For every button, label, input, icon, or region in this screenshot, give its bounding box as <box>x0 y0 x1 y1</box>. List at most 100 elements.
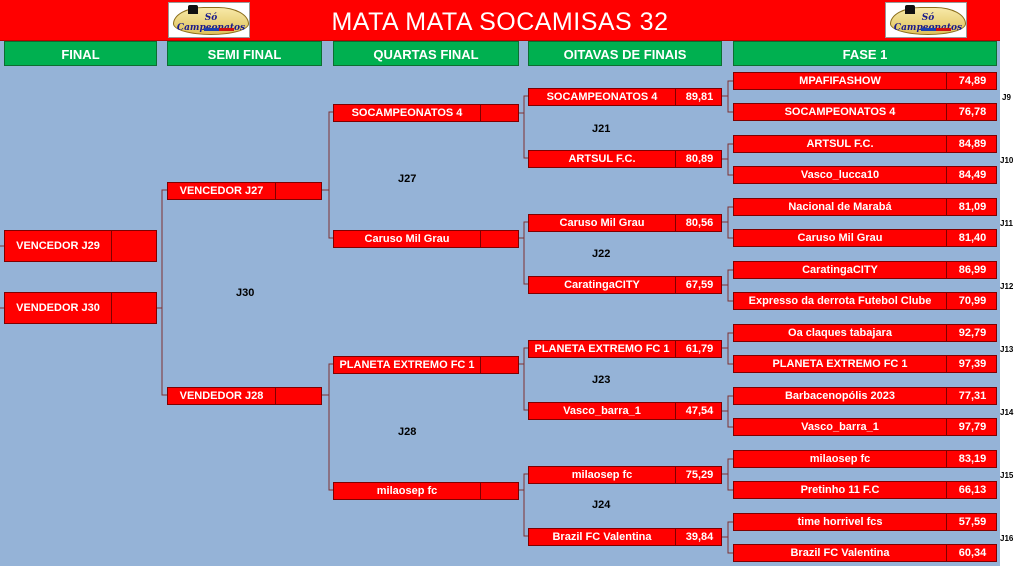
fase1-team-15-score: 57,59 <box>946 514 998 530</box>
fase1-team-9[interactable]: Oa claques tabajara 92,79 <box>733 324 997 342</box>
fase1-team-14-score: 66,13 <box>946 482 998 498</box>
oitavas-team-1-label: SOCAMPEONATOS 4 <box>546 91 658 103</box>
final-team-2-score <box>111 293 158 323</box>
oitavas-team-3[interactable]: Caruso Mil Grau 80,56 <box>528 214 722 232</box>
quartas-team-4-label: milaosep fc <box>376 485 438 497</box>
final-team-1[interactable]: VENCEDOR J29 <box>4 230 157 262</box>
oitavas-team-5-label: PLANETA EXTREMO FC 1 <box>534 343 670 355</box>
fase1-team-11-score: 77,31 <box>946 388 998 404</box>
quartas-team-3[interactable]: PLANETA EXTREMO FC 1 <box>333 356 519 374</box>
fase1-team-11-label: Barbacenopólis 2023 <box>784 390 896 402</box>
oitavas-team-3-label: Caruso Mil Grau <box>559 217 645 229</box>
oitavas-team-8-label: Brazil FC Valentina <box>552 531 652 543</box>
oitavas-team-2-score: 80,89 <box>675 151 723 167</box>
oitavas-team-1-score: 89,81 <box>675 89 723 105</box>
match-label-j23: J23 <box>592 374 611 386</box>
fase1-team-10-score: 97,39 <box>946 356 998 372</box>
header-quartas: QUARTAS FINAL <box>333 41 519 66</box>
quartas-team-4-score <box>480 483 520 499</box>
fase1-team-10[interactable]: PLANETA EXTREMO FC 1 97,39 <box>733 355 997 373</box>
oitavas-team-4[interactable]: CaratingaCITY 67,59 <box>528 276 722 294</box>
oitavas-team-8[interactable]: Brazil FC Valentina 39,84 <box>528 528 722 546</box>
header-oitavas: OITAVAS DE FINAIS <box>528 41 722 66</box>
page-title: MATA MATA SOCAMISAS 32 <box>331 8 669 36</box>
fase1-team-16[interactable]: Brazil FC Valentina 60,34 <box>733 544 997 562</box>
semi-team-2[interactable]: VENDEDOR J28 <box>167 387 322 405</box>
oitavas-team-7-label: milaosep fc <box>571 469 633 481</box>
logo-left: Só Campeonatos <box>168 2 250 38</box>
oitavas-team-2[interactable]: ARTSUL F.C. 80,89 <box>528 150 722 168</box>
quartas-team-2[interactable]: Caruso Mil Grau <box>333 230 519 248</box>
semi-team-1[interactable]: VENCEDOR J27 <box>167 182 322 200</box>
fase1-team-1[interactable]: MPAFIFASHOW 74,89 <box>733 72 997 90</box>
title-bar <box>0 0 1000 41</box>
fase1-team-12-label: Vasco_barra_1 <box>801 421 879 433</box>
fase1-team-4-score: 84,49 <box>946 167 998 183</box>
fase1-team-12-score: 97,79 <box>946 419 998 435</box>
fase1-team-12[interactable]: Vasco_barra_1 97,79 <box>733 418 997 436</box>
semi-team-2-label: VENDEDOR J28 <box>179 390 264 402</box>
fase1-team-2[interactable]: SOCAMPEONATOS 4 76,78 <box>733 103 997 121</box>
right-margin <box>1000 0 1023 566</box>
quartas-team-4[interactable]: milaosep fc <box>333 482 519 500</box>
logo-right: Só Campeonatos <box>885 2 967 38</box>
match-label-j15: J15 <box>1000 471 1014 480</box>
fase1-team-8[interactable]: Expresso da derrota Futebol Clube 70,99 <box>733 292 997 310</box>
oitavas-team-2-label: ARTSUL F.C. <box>568 153 636 165</box>
quartas-team-1[interactable]: SOCAMPEONATOS 4 <box>333 104 519 122</box>
match-label-j27: J27 <box>398 173 417 185</box>
fase1-team-5-score: 81,09 <box>946 199 998 215</box>
quartas-team-1-score <box>480 105 520 121</box>
fase1-team-1-score: 74,89 <box>946 73 998 89</box>
oitavas-team-4-label: CaratingaCITY <box>564 279 640 291</box>
fase1-team-4-label: Vasco_lucca10 <box>800 169 880 181</box>
fase1-team-6-score: 81,40 <box>946 230 998 246</box>
fase1-team-13-label: milaosep fc <box>809 453 871 465</box>
oitavas-team-6[interactable]: Vasco_barra_1 47,54 <box>528 402 722 420</box>
fase1-team-2-label: SOCAMPEONATOS 4 <box>784 106 896 118</box>
fase1-team-13[interactable]: milaosep fc 83,19 <box>733 450 997 468</box>
oitavas-team-7-score: 75,29 <box>675 467 723 483</box>
fase1-team-7[interactable]: CaratingaCITY 86,99 <box>733 261 997 279</box>
oitavas-team-5-score: 61,79 <box>675 341 723 357</box>
final-team-1-label: VENCEDOR J29 <box>16 240 100 252</box>
fase1-team-5[interactable]: Nacional de Marabá 81,09 <box>733 198 997 216</box>
fase1-team-1-label: MPAFIFASHOW <box>799 75 881 87</box>
quartas-team-2-label: Caruso Mil Grau <box>364 233 450 245</box>
match-label-j14: J14 <box>1000 408 1014 417</box>
fase1-team-9-score: 92,79 <box>946 325 998 341</box>
final-team-1-score <box>111 231 158 261</box>
match-label-j28: J28 <box>398 426 417 438</box>
fase1-team-7-score: 86,99 <box>946 262 998 278</box>
oitavas-team-5[interactable]: PLANETA EXTREMO FC 1 61,79 <box>528 340 722 358</box>
match-label-j24: J24 <box>592 499 611 511</box>
fase1-team-4[interactable]: Vasco_lucca10 84,49 <box>733 166 997 184</box>
fase1-team-13-score: 83,19 <box>946 451 998 467</box>
fase1-team-15-label: time horrivel fcs <box>797 516 883 528</box>
fase1-team-7-label: CaratingaCITY <box>802 264 878 276</box>
header-semi: SEMI FINAL <box>167 41 322 66</box>
fase1-team-6-label: Caruso Mil Grau <box>797 232 883 244</box>
fase1-team-8-score: 70,99 <box>946 293 998 309</box>
fase1-team-3[interactable]: ARTSUL F.C. 84,89 <box>733 135 997 153</box>
fase1-team-14[interactable]: Pretinho 11 F.C 66,13 <box>733 481 997 499</box>
semi-team-2-score <box>275 388 323 404</box>
oitavas-team-6-label: Vasco_barra_1 <box>563 405 641 417</box>
oitavas-team-1[interactable]: SOCAMPEONATOS 4 89,81 <box>528 88 722 106</box>
match-label-j10: J10 <box>1000 156 1014 165</box>
fase1-team-14-label: Pretinho 11 F.C <box>800 484 880 496</box>
oitavas-team-8-score: 39,84 <box>675 529 723 545</box>
oitavas-team-7[interactable]: milaosep fc 75,29 <box>528 466 722 484</box>
fase1-team-9-label: Oa claques tabajara <box>788 327 892 339</box>
header-final: FINAL <box>4 41 157 66</box>
quartas-team-2-score <box>480 231 520 247</box>
oitavas-team-6-score: 47,54 <box>675 403 723 419</box>
fase1-team-15[interactable]: time horrivel fcs 57,59 <box>733 513 997 531</box>
oitavas-team-4-score: 67,59 <box>675 277 723 293</box>
fase1-team-6[interactable]: Caruso Mil Grau 81,40 <box>733 229 997 247</box>
fase1-team-16-label: Brazil FC Valentina <box>790 547 890 559</box>
final-team-2-label: VENDEDOR J30 <box>16 302 100 314</box>
fase1-team-11[interactable]: Barbacenopólis 2023 77,31 <box>733 387 997 405</box>
final-team-2[interactable]: VENDEDOR J30 <box>4 292 157 324</box>
